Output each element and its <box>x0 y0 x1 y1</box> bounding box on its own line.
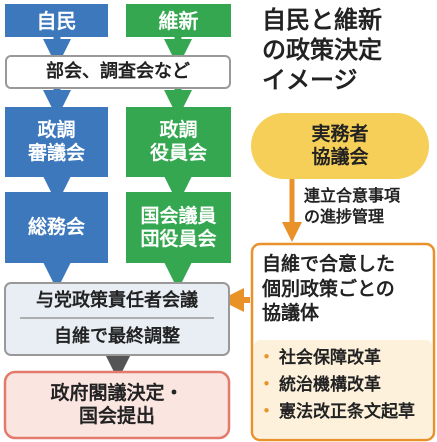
joint-committee-label: 部会、調査会など <box>46 61 190 83</box>
executive-board-box: 政調 役員会 <box>126 107 231 177</box>
policy-item-label: 憲法改正条文起草 <box>279 402 415 423</box>
diet-board-line-1: 国会議員 <box>140 204 217 227</box>
executive-board-line-2: 役員会 <box>149 142 207 164</box>
policy-council-box: 政調 審議会 <box>5 107 108 177</box>
diet-board-box: 国会議員 団役員会 <box>126 192 231 263</box>
progress-note: 連立合意事項 の進捗管理 <box>304 186 400 228</box>
final-box: 政府閣議決定・ 国会提出 <box>5 372 229 438</box>
meeting-subtitle: 自維で最終調整 <box>5 319 229 354</box>
ldp-label: 自民 <box>36 8 77 33</box>
title-line-3: イメージ <box>262 66 358 94</box>
progress-note-line-1: 連立合意事項 <box>304 186 401 205</box>
working-council-line-1: 実務者 <box>311 123 369 146</box>
policy-council-line-1: 政調 <box>37 119 76 142</box>
policy-council-line-2: 審議会 <box>27 142 85 164</box>
bullet-icon: ・ <box>258 402 275 423</box>
joint-committee-box: 部会、調査会など <box>5 55 231 89</box>
working-council-shape <box>251 113 429 179</box>
final-shape <box>3 370 231 440</box>
working-council-line-2: 協議会 <box>311 146 369 168</box>
progress-note-line-2: の進捗管理 <box>304 206 385 226</box>
general-council-box: 総務会 <box>5 192 108 263</box>
meeting-subtitle-label: 自維で最終調整 <box>54 325 180 347</box>
ishin-box: 維新 <box>126 4 231 37</box>
individual-line-2: 個別政策ごとの <box>262 277 395 300</box>
ldp-box: 自民 <box>5 4 108 37</box>
individual-councils-text: 自維で合意した 個別政策ごとの 協議体 <box>262 252 395 326</box>
individual-line-3: 協議体 <box>262 302 320 325</box>
policy-item: ・社会保障改革 <box>258 345 415 372</box>
meeting-title: 与党政策責任者会議 <box>5 284 229 318</box>
policy-item: ・統治機構改革 <box>258 372 415 399</box>
bullet-icon: ・ <box>258 348 275 368</box>
policy-item-label: 社会保障改革 <box>279 348 381 368</box>
meeting-title-label: 与党政策責任者会議 <box>36 290 198 312</box>
diagram-title: 自民と維新 の政策決定 イメージ <box>262 5 437 95</box>
policy-item-label: 統治機構改革 <box>279 375 381 396</box>
individual-line-1: 自維で合意した <box>262 253 396 275</box>
general-council-label: 総務会 <box>27 216 85 239</box>
bullet-icon: ・ <box>258 375 275 396</box>
final-line-1: 政府閣議決定・ <box>50 382 184 405</box>
meeting-shape <box>4 282 230 356</box>
ishin-label: 維新 <box>158 8 199 33</box>
final-line-2: 国会提出 <box>78 405 155 427</box>
title-line-2: の政策決定 <box>262 36 382 64</box>
individual-councils-list-bg <box>254 340 432 438</box>
executive-board-line-1: 政調 <box>159 119 198 142</box>
diet-board-line-2: 団役員会 <box>140 227 217 250</box>
individual-councils-list: ・社会保障改革 ・統治機構改革 ・憲法改正条文起草 <box>258 345 415 427</box>
working-council-text: 実務者 協議会 <box>251 113 429 179</box>
policy-item: ・憲法改正条文起草 <box>258 399 415 426</box>
title-line-1: 自民と維新 <box>262 6 382 34</box>
